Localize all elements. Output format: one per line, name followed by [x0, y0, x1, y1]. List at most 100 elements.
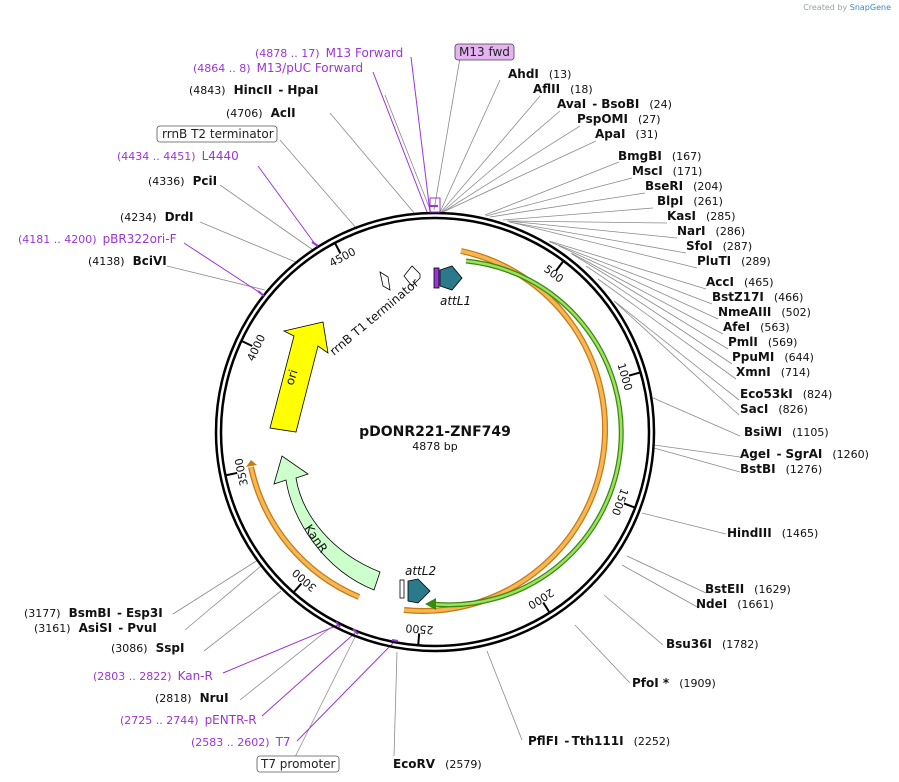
tick-mark [417, 633, 421, 646]
site-acli: (4706)AclI [226, 106, 296, 120]
plasmid-name: pDONR221-ZNF749 [359, 424, 511, 440]
attl1-arrow [439, 265, 463, 291]
primer-marks [257, 205, 438, 642]
site-label: ApaI(31) [595, 127, 658, 141]
site-labels-left: (4843)HincII-HpaI (4706)AclI (4336)PciI … [24, 83, 319, 705]
site-pcii: (4336)PciI [148, 174, 217, 188]
t7-promoter-label: T7 promoter [260, 757, 336, 771]
primer-t7: (2583 .. 2602)T7 [191, 735, 291, 749]
site-label: Bsu36I(1782) [666, 637, 759, 651]
site-label: AccI(465) [706, 275, 774, 289]
m13-fwd-box [454, 43, 515, 61]
rrnb-t1-label: rrnB T1 terminator [327, 276, 422, 359]
site-label: MscI(171) [632, 164, 702, 178]
site-asisi-pvui: (3161)AsiSI-PvuI [34, 621, 157, 635]
tick-label: 500 [541, 263, 566, 286]
tick-mark [555, 260, 565, 272]
m13-fwd-label: M13 fwd [459, 45, 510, 59]
t7-promoter-box [256, 755, 340, 773]
site-label: AhdI(13) [508, 67, 571, 81]
credit-prefix: Created by [803, 3, 848, 12]
attl2-primer-mark [399, 579, 405, 599]
site-label: EcoRV(2579) [393, 757, 482, 771]
site-bcivi: (4138)BciVI [88, 254, 167, 268]
site-label: PpuMI(644) [732, 350, 814, 364]
tick-mark [542, 602, 551, 614]
site-label: AvaI-BsoBI(24) [557, 97, 672, 111]
site-label: NarI(286) [677, 224, 745, 238]
primer-kan-r: (2803 .. 2822)Kan-R [93, 669, 213, 683]
rrnb-t1-arrow-1 [403, 265, 421, 287]
primer-m13-puc-forward: (4864 .. 8)M13/pUC Forward [193, 61, 363, 75]
site-label: BsiWI(1105) [744, 425, 829, 439]
primer-m13-forward: (4878 .. 17)M13 Forward [255, 46, 403, 60]
site-label: BmgBI(167) [618, 149, 701, 163]
site-label: Eco53kI(824) [740, 387, 832, 401]
primer-pbr322ori-f: (4181 .. 4200)pBR322ori-F [18, 232, 177, 246]
leader-lines [166, 57, 741, 758]
site-label: PspOMI(27) [577, 112, 661, 126]
site-nrui: (2818)NruI [155, 691, 229, 705]
orf-arc-left-head [246, 460, 257, 467]
tick-mark [292, 582, 303, 594]
rrnb-t2-box [156, 125, 278, 143]
tick-mark [240, 339, 253, 347]
site-drdi: (4234)DrdI [120, 210, 194, 224]
attl1-primer-mark [433, 267, 440, 289]
site-bsmbi-esp3i: (3177)BsmBI-Esp3I [24, 606, 163, 620]
site-label: AfeI(563) [723, 320, 790, 334]
ori-arrow [269, 321, 329, 433]
site-label: PluTI(289) [697, 254, 771, 268]
site-label: NmeAIII(502) [718, 305, 811, 319]
site-label: KasI(285) [667, 209, 736, 223]
site-labels-right: AhdI(13)AflII(18)AvaI-BsoBI(24)PspOMI(27… [393, 67, 869, 771]
orf-arc-left-fill [249, 466, 360, 599]
site-label: BstEII(1629) [705, 582, 791, 596]
m13-primer-bracket [429, 197, 441, 213]
primer-pentr-r: (2725 .. 2744)pENTR-R [120, 713, 257, 727]
tick-label: 3500 [232, 457, 250, 487]
site-label: AgeI-SgrAI(1260) [740, 447, 869, 461]
site-label: BseRI(204) [645, 179, 723, 193]
primer-lines [183, 56, 431, 742]
backbone-inner [219, 216, 651, 648]
rrnb-t2-arrow [379, 271, 391, 291]
site-label: PfoI *(1909) [632, 676, 716, 690]
site-label: XmnI(714) [736, 365, 810, 379]
site-label: SfoI(287) [686, 239, 752, 253]
site-label: BlpI(261) [657, 194, 723, 208]
ori-label: ori [283, 368, 301, 387]
attl2-arrow [407, 578, 431, 604]
site-label: PmlI(569) [728, 335, 797, 349]
rrnb-t2-label: rrnB T2 terminator [162, 127, 274, 141]
attl1-label: attL1 [440, 294, 471, 308]
tick-mark [623, 502, 636, 509]
site-label: BstBI(1276) [740, 462, 822, 476]
primer-labels: (4878 .. 17)M13 Forward (4864 .. 8)M13/p… [18, 46, 403, 749]
site-sspi: (3086)SspI [111, 641, 184, 655]
tick-mark [628, 371, 641, 377]
site-hincii-hpai: (4843)HincII-HpaI [189, 83, 319, 97]
tick-label: 2500 [405, 621, 434, 636]
site-label: AflII(18) [533, 82, 593, 96]
tick-marks [225, 242, 641, 646]
site-label: SacI(826) [740, 402, 808, 416]
tick-label: 2000 [526, 586, 557, 612]
snapgene-credit: Created by SnapGene [803, 3, 891, 12]
plasmid-length: 4878 bp [412, 440, 457, 453]
backbone-outer [214, 211, 656, 653]
primer-l4440: (4434 .. 4451)L4440 [117, 149, 239, 163]
site-label: PflFI-Tth111I(2252) [528, 734, 670, 748]
kanr-arrow [273, 455, 381, 591]
snapgene-brand: SnapGene [849, 3, 891, 12]
tick-mark [225, 471, 238, 477]
tick-label: 4500 [327, 245, 358, 270]
site-label: BstZ17I(466) [712, 290, 803, 304]
orf-arc-green-head [425, 598, 436, 610]
tick-label: 4000 [244, 332, 268, 363]
attl2-label: attL2 [405, 564, 436, 578]
site-label: NdeI(1661) [696, 597, 774, 611]
site-label: HindIII(1465) [727, 526, 818, 540]
tick-mark [333, 242, 342, 254]
